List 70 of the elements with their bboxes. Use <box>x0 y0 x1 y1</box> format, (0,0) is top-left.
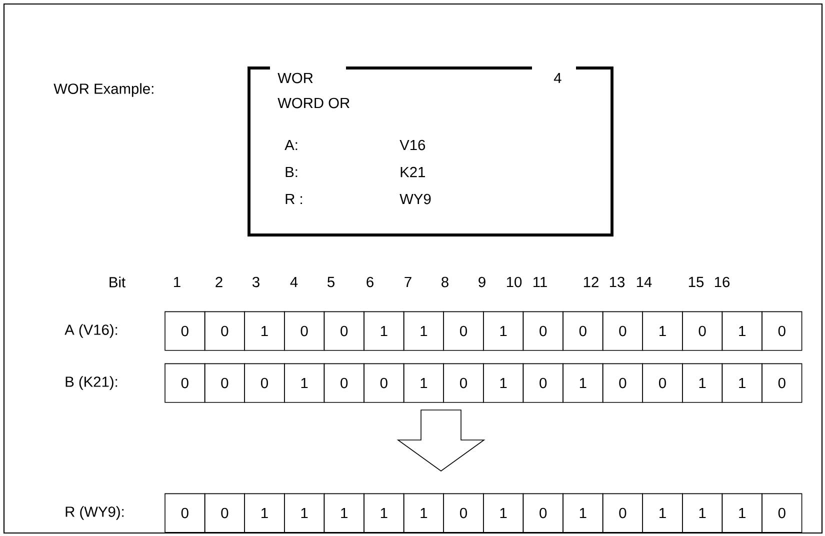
bit-cell: 0 <box>443 493 484 533</box>
bit-cell: 1 <box>324 493 364 533</box>
bit-cell: 0 <box>244 363 285 403</box>
bit-cell: 1 <box>722 363 762 403</box>
bit-number: 1 <box>174 276 180 288</box>
bit-cell: 1 <box>483 311 524 351</box>
bit-cell: 0 <box>762 363 802 403</box>
bit-cell: 0 <box>443 363 484 403</box>
bit-cell: 0 <box>324 311 364 351</box>
bit-cell: 0 <box>164 311 206 351</box>
row-label: WOR Example: <box>54 83 154 97</box>
bit-cell: 0 <box>164 493 206 533</box>
bit-number: 9 <box>478 276 486 288</box>
bit-cell: 0 <box>602 363 643 403</box>
bit-cell: 0 <box>602 493 643 533</box>
bit-cell: 0 <box>164 363 206 403</box>
bit-number: 14 <box>636 276 652 288</box>
bit-cell: 0 <box>324 363 364 403</box>
bit-cell: 0 <box>562 311 604 351</box>
bit-number: 13 <box>610 276 624 288</box>
bit-cell: 1 <box>403 311 444 351</box>
bit-cell: 0 <box>642 363 683 403</box>
bit-cell: 0 <box>204 363 245 403</box>
bit-cell: 0 <box>204 311 245 351</box>
function-box: WOR 4 WORD OR A: V16 B: K21 R : WY9 <box>248 66 614 236</box>
bit-cell: 1 <box>244 311 285 351</box>
bit-cell: 1 <box>722 493 762 533</box>
bit-cell: 1 <box>244 493 285 533</box>
row-label: B (K21): <box>66 376 118 390</box>
bit-cell: 1 <box>364 493 404 533</box>
bit-cell: 0 <box>522 311 564 351</box>
bit-cell: 1 <box>722 311 762 351</box>
bit-cell: 0 <box>522 493 564 533</box>
bit-cell: 0 <box>364 363 404 403</box>
bit-cell: 1 <box>682 363 723 403</box>
bit-number: 10 <box>506 276 522 288</box>
bit-cell: 1 <box>682 493 723 533</box>
bit-cell: 1 <box>562 363 604 403</box>
bit-number: 11 <box>534 276 547 288</box>
row-label: Bit <box>110 276 126 288</box>
bit-number: 2 <box>216 276 222 288</box>
bit-cell: 1 <box>403 363 444 403</box>
bit-cell: 0 <box>762 493 802 533</box>
bit-cell: 0 <box>204 493 245 533</box>
bit-number: 8 <box>442 276 448 288</box>
bit-cell: 1 <box>284 363 325 403</box>
bit-number: 16 <box>714 276 730 288</box>
bit-cell: 1 <box>483 493 524 533</box>
bit-cell: 0 <box>522 363 564 403</box>
bit-cell: 0 <box>602 311 643 351</box>
bit-number: 5 <box>328 276 334 288</box>
bit-number: 6 <box>366 276 374 288</box>
bit-cell: 0 <box>443 311 484 351</box>
bit-number: 15 <box>688 276 704 288</box>
row-label: A (V16): <box>64 324 118 338</box>
bit-number: 3 <box>252 276 260 288</box>
bit-number: 7 <box>404 276 412 288</box>
row-label: R (WY9): <box>66 506 124 520</box>
bit-cell: 0 <box>762 311 802 351</box>
bit-cell: 1 <box>642 311 683 351</box>
bit-cell: 1 <box>364 311 404 351</box>
bit-cell: 0 <box>284 311 325 351</box>
bit-number: 12 <box>584 276 598 288</box>
bit-cell: 1 <box>562 493 604 533</box>
bit-cell: 1 <box>403 493 444 533</box>
bit-cell: 1 <box>483 363 524 403</box>
bit-number: 4 <box>290 276 298 288</box>
bit-cell: 1 <box>284 493 325 533</box>
bit-cell: 0 <box>682 311 723 351</box>
bit-cell: 1 <box>642 493 683 533</box>
